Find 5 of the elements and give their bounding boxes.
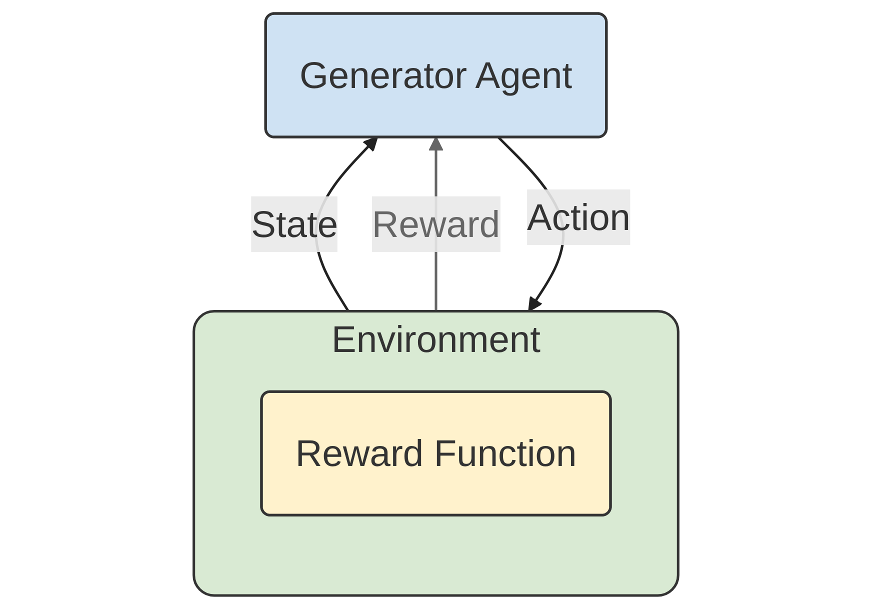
- rounded-box: Generator Agent: [264, 12, 608, 138]
- edge-label: State: [251, 196, 338, 252]
- edge-label: Action: [527, 189, 630, 246]
- edge-label: Reward: [372, 196, 500, 252]
- rounded-box: Reward Function: [260, 390, 612, 516]
